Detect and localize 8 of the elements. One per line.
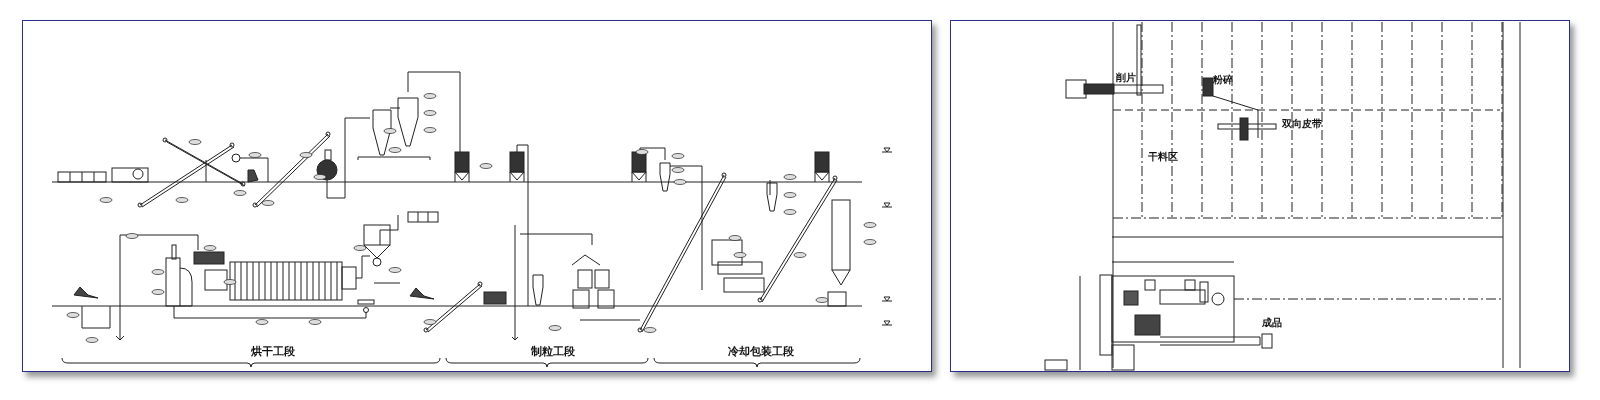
equipment-label: 双向皮带 xyxy=(1282,119,1322,129)
section-title: 制粒工段 xyxy=(531,346,575,357)
area-label: 削片 xyxy=(1116,73,1136,83)
section-title: 烘干工段 xyxy=(251,346,295,357)
section-title: 冷却包装工段 xyxy=(728,346,794,357)
area-label: 干料区 xyxy=(1148,152,1178,162)
area-label: 成品 xyxy=(1262,318,1282,328)
area-label: 粉碎 xyxy=(1213,75,1233,85)
